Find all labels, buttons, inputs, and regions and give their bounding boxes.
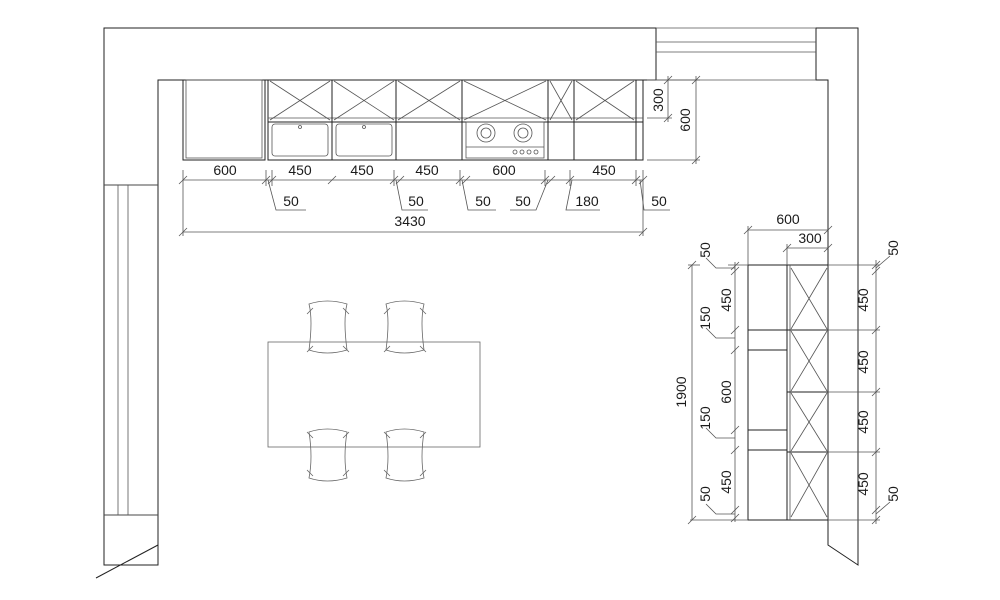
chair-top-left xyxy=(306,300,350,354)
dim-top-sink-1: 450 xyxy=(288,162,312,178)
dim-right-left-3: 150 xyxy=(697,306,713,330)
dim-right-upper-depth: 300 xyxy=(798,230,822,246)
wall-right xyxy=(815,27,859,566)
dim-top-module-3: 450 xyxy=(415,162,439,178)
top-dimensions: 600 450 450 450 600 450 50 50 50 50 180 … xyxy=(178,75,701,237)
dim-gap-3: 50 xyxy=(475,193,491,209)
dim-top-upper-depth: 300 xyxy=(650,88,666,112)
dim-right-left-1: 50 xyxy=(697,242,713,258)
dim-gap-4: 50 xyxy=(515,193,531,209)
dim-right-left-7: 50 xyxy=(697,486,713,502)
sink xyxy=(271,123,393,157)
dim-right-left-4: 600 xyxy=(718,380,734,404)
dim-top-fridge: 600 xyxy=(213,162,237,178)
wall-left-lower xyxy=(103,514,159,566)
walls xyxy=(103,27,859,566)
dim-gap-2: 50 xyxy=(408,193,424,209)
dim-gap-1: 50 xyxy=(283,193,299,209)
dim-gap-5: 180 xyxy=(575,193,599,209)
dining-table xyxy=(267,341,481,448)
dim-gap-6: 50 xyxy=(651,193,667,209)
dim-top-cooktop: 600 xyxy=(492,162,516,178)
dim-top-base-depth: 600 xyxy=(677,108,693,132)
chair-bottom-right xyxy=(383,428,427,482)
dim-top-module-5: 450 xyxy=(592,162,616,178)
dim-right-base-depth: 600 xyxy=(776,211,800,227)
dim-right-right-6: 50 xyxy=(885,486,901,502)
window-top xyxy=(656,27,816,81)
dim-right-left-5: 150 xyxy=(697,406,713,430)
right-upper-marks xyxy=(790,267,828,518)
dining-set xyxy=(267,300,481,482)
upper-cabinet-marks xyxy=(269,80,635,121)
cooktop xyxy=(465,121,545,159)
dim-right-right-3: 450 xyxy=(855,350,871,374)
fridge-tall-unit xyxy=(182,79,266,161)
dim-right-right-1: 50 xyxy=(885,240,901,256)
top-cabinet-run xyxy=(182,79,644,161)
dim-top-sink-2: 450 xyxy=(350,162,374,178)
right-dimensions: 600 300 50 450 150 600 150 450 50 1900 xyxy=(673,211,901,525)
dim-right-right-5: 450 xyxy=(855,472,871,496)
wall-top-left xyxy=(103,27,657,186)
dim-right-right-2: 450 xyxy=(855,288,871,312)
dim-right-left-2: 450 xyxy=(718,288,734,312)
dim-right-total: 1900 xyxy=(673,376,689,407)
chair-top-right xyxy=(383,300,427,354)
floor-edge-bottom-left xyxy=(95,544,159,579)
dim-right-left-6: 450 xyxy=(718,470,734,494)
right-cabinet-run xyxy=(747,264,829,521)
dim-right-right-4: 450 xyxy=(855,410,871,434)
dim-top-total: 3430 xyxy=(394,213,425,229)
chair-bottom-left xyxy=(306,428,350,482)
base-cabinets-outline xyxy=(267,79,644,161)
window-left xyxy=(104,184,158,516)
